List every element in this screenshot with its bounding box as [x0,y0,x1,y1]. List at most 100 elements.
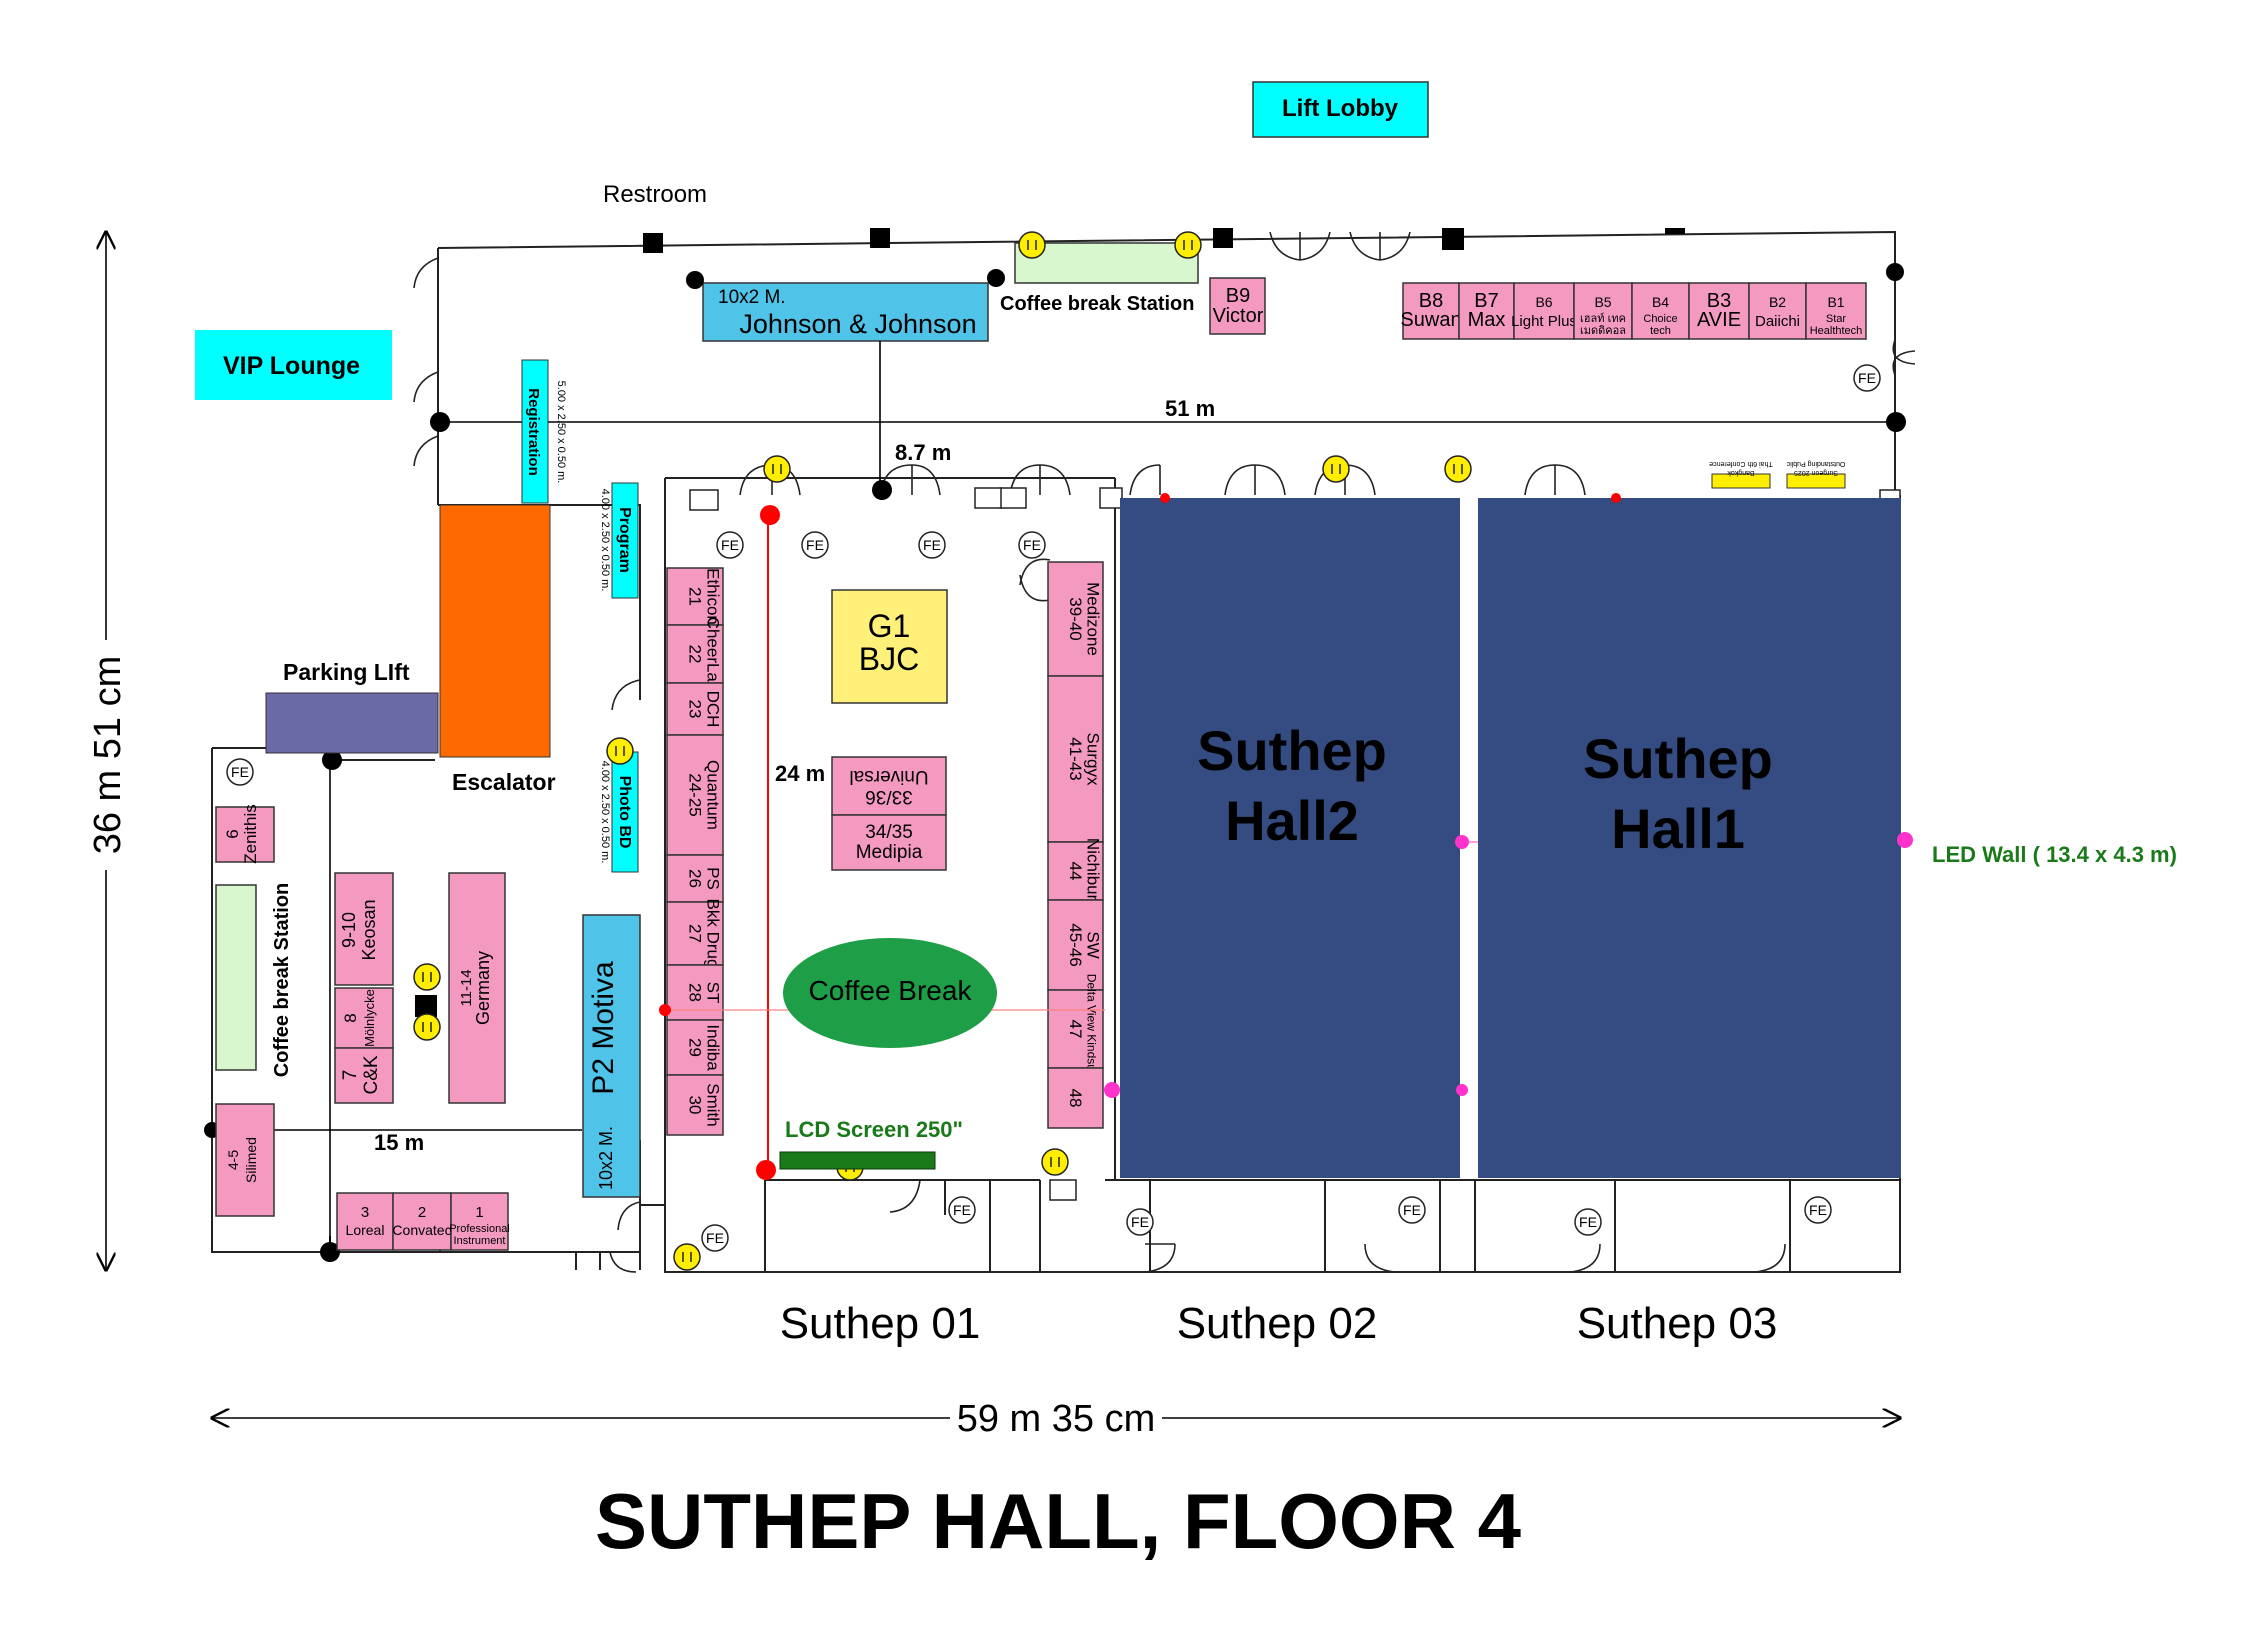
marker-icon [1174,231,1202,259]
fire-extinguisher-icon [1398,1196,1426,1224]
doors [413,231,1916,1273]
booth-b-45-46 [1047,899,1104,991]
motiva-booth [582,914,641,1198]
fire-extinguisher-icon [1853,364,1881,392]
room-suthep-02: Suthep 02 [1177,1299,1378,1348]
registration-size: 5.00 x 2.50 x 0.50 m. [555,381,567,484]
booth-silimed [215,1103,275,1217]
suthep-hall1 [1478,498,1901,1178]
small-sign-1-text2: Bangkok [1727,469,1755,476]
booth-a-27 [666,901,724,966]
booth-b5-name: เฮลท์ เทค [1580,312,1626,325]
vip-lounge-sign [195,330,392,400]
booth-a-24-25-code: 24-25 [685,773,704,816]
booth-keosan-name: Keosan [359,899,379,960]
registration-desk [521,359,549,504]
booth-b6-name: Light Plus [1511,313,1577,330]
fire-extinguisher-icon [1574,1208,1602,1236]
booth-b5 [1573,282,1633,340]
booth-b7-code: B7 [1474,290,1498,312]
fire-extinguisher-icon [801,531,829,559]
fire-extinguisher-label: FE [1579,1214,1597,1230]
fire-extinguisher-label: FE [1131,1214,1149,1230]
booth-zenithis-name: Zenithis [241,804,260,864]
johnson-size: 10x2 M. [718,287,786,308]
booth-b3-name: AVIE [1697,309,1741,331]
height-label-bg [85,640,127,870]
booth-b-47 [1047,989,1104,1069]
booth-b1-code: B1 [1827,294,1844,310]
width-label-bg [950,1400,1162,1440]
dist-24-label: 24 m [775,761,825,786]
fire-extinguisher-icon [948,1196,976,1224]
booth-b2 [1748,282,1807,340]
small-sign-2-text: Outstanding Public [1786,460,1845,467]
booth-b9-code: B9 [1226,285,1250,307]
booth-b-41-43-code: 41-43 [1066,737,1085,780]
fire-extinguisher-label: FE [1023,537,1041,553]
width-label: 59 m 35 cm [957,1398,1156,1440]
booth-b-41-43 [1047,675,1104,843]
booth-b7 [1458,282,1515,340]
booth-b-39-40-name: Medizone [1084,582,1103,656]
booth-ck-code: 7 [340,1070,361,1081]
fire-extinguisher-icon [701,1224,729,1252]
booth-molnlycke [334,987,394,1049]
booth-keosan [334,872,394,986]
booth-b6 [1513,282,1575,340]
red-dot-bottom [756,1160,776,1180]
fire-extinguisher-label: FE [1403,1202,1421,1218]
lift-lobby-label: Lift Lobby [1282,95,1399,122]
coffee-station-top-label: Coffee break Station [1000,293,1194,315]
booth-a-26-name: PS [703,867,722,890]
booth-b-39-40-code: 39-40 [1066,597,1085,640]
booth-a-24-25-name: Quantum [703,760,722,830]
fire-extinguisher-label: FE [1858,370,1876,386]
booth-b4-code: B4 [1652,294,1669,310]
booth-germany-name: Germany [473,951,493,1025]
lcd-screen-label: LCD Screen 250" [785,1117,963,1142]
booth-a-30-name: Smith [703,1083,722,1126]
program-board [611,482,639,599]
booth-a-29-code: 29 [685,1038,704,1057]
booth-column-b: 39-40Medizone41-43Surgyx44Nichibun45-46S… [1047,561,1104,1129]
booth-b9-name: Victor [1213,305,1264,327]
booth-keosan-code: 9-10 [339,912,359,948]
booth-a-23 [666,682,724,736]
booth-b5-code: B5 [1594,294,1611,310]
parking-lift [265,692,439,754]
booth-germany [448,872,506,1104]
marker-icon [1322,455,1350,483]
booth-bottom-3-code: 3 [361,1204,369,1221]
program-size: 4.00 x 2.50 x 0.50 m. [599,489,611,592]
booth-a-28 [666,964,724,1021]
marker-icon [1018,231,1046,259]
booth-a-23-code: 23 [685,700,704,719]
booth-universal-code: 33/36 [865,786,913,807]
booth-g1-code: G1 [868,608,911,644]
booth-zenithis [215,806,275,863]
motiva-size: 10x2 M. [596,1126,616,1190]
small-sign-2-text2: Surgeon 2025 [1794,469,1838,476]
escalator [439,504,551,758]
booth-a-26-code: 26 [685,869,704,888]
marker-icon [1444,455,1472,483]
booth-b4-name: Choice [1643,313,1677,325]
fire-extinguisher-label: FE [1809,1202,1827,1218]
booth-b-44-name: Nichibun [1084,838,1103,904]
page-title: SUTHEP HALL, FLOOR 4 [595,1477,1521,1565]
fire-extinguisher-label: FE [706,1230,724,1246]
fire-extinguisher-label: FE [721,537,739,553]
booth-medipia [831,814,947,871]
booth-b-44-code: 44 [1066,862,1085,881]
booth-bottom-1 [450,1192,509,1251]
fire-extinguisher-icon [226,758,254,786]
small-sign-1-text: Thai 6th Conference [1709,460,1773,467]
program-label: Program [616,507,633,573]
booth-bottom-1-name: Professional [449,1223,510,1235]
booth-b-47-code: 47 [1066,1020,1085,1039]
booth-b-48-code: 48 [1066,1089,1085,1108]
